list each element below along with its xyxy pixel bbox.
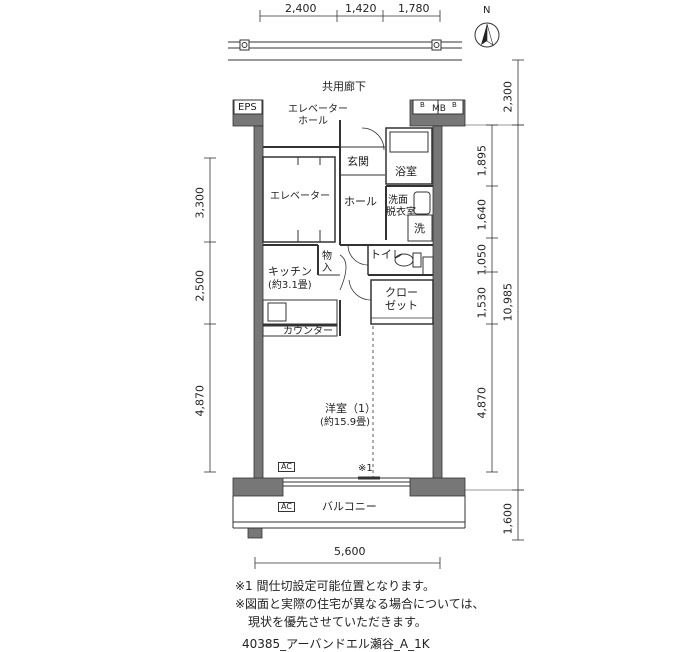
north-arrow — [474, 22, 500, 48]
dim-left-2: 2,500 — [193, 270, 207, 302]
elevator-label: エレベーター — [270, 191, 330, 202]
elevator-hall-label-1: エレベーター — [288, 104, 348, 115]
kitchen-label-2: (約3.1畳) — [268, 280, 312, 291]
note-line-3: 現状を優先させていただきます。 — [248, 615, 427, 629]
western-room-label-2: (約15.9畳) — [320, 417, 371, 428]
corridor-label: 共用廊下 — [322, 80, 366, 93]
storage-label-2: 入 — [322, 263, 332, 274]
b-right-label: B — [452, 101, 457, 109]
dim-right-outer-1: 2,300 — [501, 81, 515, 113]
counter-label: カウンター — [283, 326, 333, 337]
dim-right-inner-5: 4,870 — [475, 387, 489, 419]
elevator-hall-label-2: ホール — [298, 116, 328, 127]
hall-label: ホール — [344, 195, 377, 208]
balcony-label: バルコニー — [322, 500, 377, 513]
storage-label-1: 物 — [322, 251, 332, 262]
north-label: N — [483, 5, 491, 16]
entrance-label: 玄関 — [347, 155, 369, 168]
bath-label: 浴室 — [395, 165, 417, 178]
washroom-label-2: 脱衣室 — [386, 207, 416, 218]
dim-bottom: 5,600 — [334, 545, 366, 558]
b-left-label: B — [420, 101, 425, 109]
dim-right-inner-1: 1,895 — [475, 145, 489, 177]
dim-top-3: 1,780 — [398, 2, 430, 15]
dim-right-outer-2: 10,985 — [501, 283, 515, 322]
washer-label: 洗 — [414, 222, 425, 235]
western-room-label-1: 洋室（1） — [325, 402, 376, 415]
dimension-lines — [204, 10, 524, 569]
caption: 40385_アーバンドエル瀬谷_A_1K — [242, 637, 430, 651]
note-line-1: ※1 間仕切設定可能位置となります。 — [235, 579, 435, 593]
dim-right-inner-3: 1,050 — [475, 244, 489, 276]
dim-right-inner-4: 1,530 — [475, 287, 489, 319]
dim-top-2: 1,420 — [345, 2, 377, 15]
closet-label-2: ゼット — [385, 299, 418, 312]
ac-unit-1: AC — [278, 462, 295, 472]
kitchen-label-1: キッチン — [268, 265, 312, 278]
partition-mark-label: ※1 — [358, 463, 373, 474]
dim-left-3: 4,870 — [193, 385, 207, 417]
dim-top-1: 2,400 — [285, 2, 317, 15]
toilet-label: トイレ — [370, 248, 403, 261]
eps-label: EPS — [238, 102, 257, 113]
balcony-outline — [232, 496, 466, 529]
note-line-2: ※図面と実際の住宅が異なる場合については、 — [235, 597, 485, 611]
ac-unit-2: AC — [278, 502, 295, 512]
interior-walls — [233, 99, 464, 487]
washroom-label-1: 洗面 — [388, 195, 408, 206]
closet-label-1: クロー — [385, 286, 418, 299]
dim-right-outer-3: 1,600 — [501, 503, 515, 535]
dim-left-1: 3,300 — [193, 187, 207, 219]
dim-right-inner-2: 1,640 — [475, 199, 489, 231]
corridor-railing — [228, 39, 462, 61]
mb-label: MB — [432, 104, 446, 114]
